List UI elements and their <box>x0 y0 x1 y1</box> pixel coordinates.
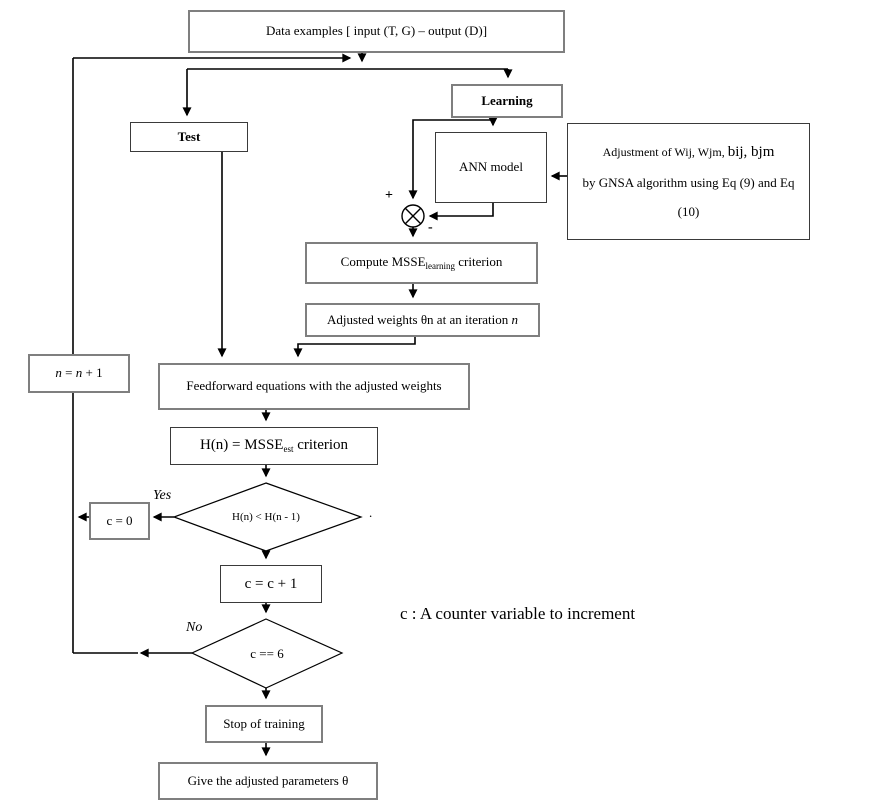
node-ann-model: ANN model <box>435 132 547 203</box>
node-learning-label: Learning <box>481 92 533 108</box>
node-test: Test <box>130 122 248 152</box>
node-adjusted-weights: Adjusted weights θn at an iteration n <box>305 303 540 337</box>
plus-sign: + <box>385 188 393 203</box>
adjustment-line1-weights: Wij, Wjm, <box>674 145 728 160</box>
sum-junction-icon <box>401 204 425 228</box>
adjustment-line1-biases: bij, bjm <box>727 144 775 161</box>
node-c-zero-label: c = 0 <box>106 512 133 528</box>
node-stop-training: Stop of training <box>205 705 323 743</box>
yes-label: Yes <box>153 488 172 503</box>
node-test-label: Test <box>177 128 201 144</box>
node-learning: Learning <box>451 84 563 118</box>
node-c-increment-label: c = c + 1 <box>244 575 298 592</box>
counter-annotation: c : A counter variable to increment <box>400 604 636 623</box>
node-n-increment: n = n + 1 <box>28 354 130 393</box>
decision-h-diamond <box>172 482 363 552</box>
node-give-parameters-label: Give the adjusted parameters θ <box>187 772 349 788</box>
minus-sign: - <box>428 220 433 235</box>
node-feedforward: Feedforward equations with the adjusted … <box>158 363 470 410</box>
stray-dot: . <box>369 505 373 520</box>
node-h-criterion-label: H(n) = MSSEest criterion <box>199 437 349 455</box>
node-c-increment: c = c + 1 <box>220 565 322 603</box>
decision-c-diamond <box>190 618 344 689</box>
edge-adjusted-to-feedforward <box>293 337 416 358</box>
adjustment-line3: (10) <box>677 204 700 219</box>
node-adjustment: Adjustment of Wij, Wjm, bij, bjm by GNSA… <box>567 123 810 240</box>
node-adjustment-text: Adjustment of Wij, Wjm, bij, bjm by GNSA… <box>583 136 795 226</box>
no-label: No <box>186 620 203 635</box>
adjustment-line2: by GNSA algorithm using Eq (9) and Eq <box>582 175 795 191</box>
node-h-criterion: H(n) = MSSEest criterion <box>170 427 378 465</box>
node-data-examples-label: Data examples [ input (T, G) – output (D… <box>265 23 488 39</box>
decision-c-label: c == 6 <box>250 646 284 661</box>
decision-h-label: H(n) < H(n - 1) <box>232 511 300 523</box>
node-compute-msse-label: Compute MSSElearning criterion <box>340 253 503 271</box>
node-adjusted-weights-label: Adjusted weights θn at an iteration n <box>326 311 519 327</box>
node-stop-training-label: Stop of training <box>223 715 305 731</box>
node-data-examples: Data examples [ input (T, G) – output (D… <box>188 10 565 53</box>
edge-ann-output <box>428 203 494 221</box>
edge-target-tap <box>408 119 493 200</box>
adjustment-line1-prefix: Adjustment of <box>602 145 675 160</box>
node-n-increment-label: n = n + 1 <box>55 365 103 381</box>
node-c-zero: c = 0 <box>89 502 150 540</box>
node-ann-model-label: ANN model <box>459 159 523 175</box>
node-compute-msse: Compute MSSElearning criterion <box>305 242 538 284</box>
node-give-parameters: Give the adjusted parameters θ <box>158 762 378 800</box>
node-feedforward-label: Feedforward equations with the adjusted … <box>186 378 442 394</box>
